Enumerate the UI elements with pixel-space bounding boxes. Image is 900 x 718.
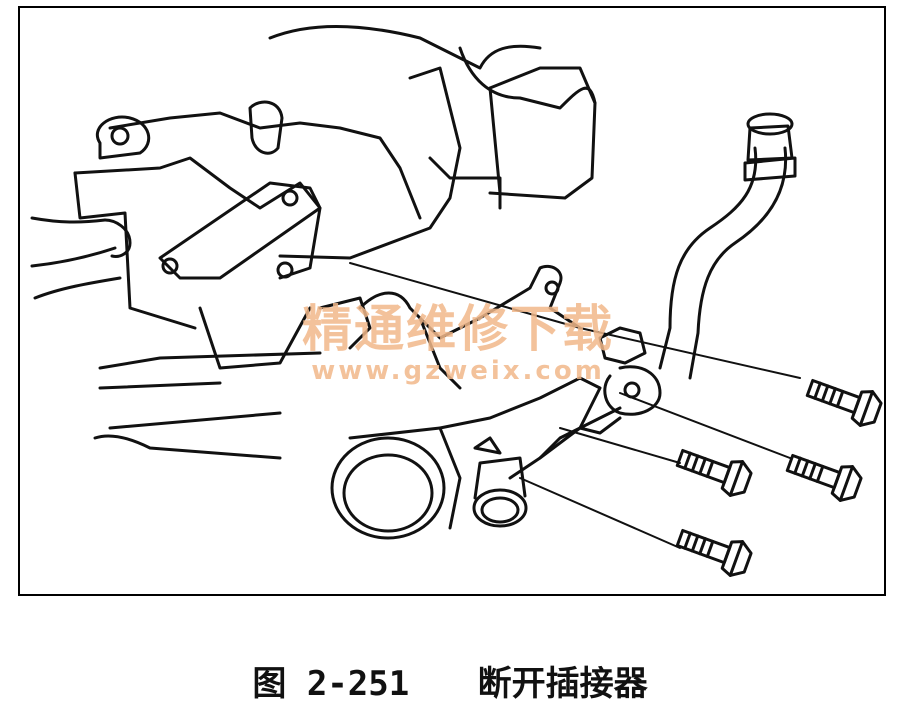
- bolt: [675, 448, 753, 497]
- coolant-outlet-housing: [330, 376, 622, 540]
- mounting-plate: [358, 264, 582, 390]
- caption-number: 图 2-251: [252, 664, 410, 704]
- assembly-guide-lines: [349, 262, 801, 549]
- figure-frame: [18, 6, 886, 596]
- bolt: [785, 453, 863, 502]
- engine-bracket: [30, 25, 597, 460]
- figure-caption: 图 2-251 断开插接器: [0, 656, 900, 705]
- bolt: [805, 378, 883, 427]
- technical-illustration: [30, 25, 883, 577]
- bolt: [675, 528, 753, 577]
- hose-clamp: [598, 326, 662, 416]
- coolant-pipe: [658, 112, 797, 380]
- caption-title: 断开插接器: [477, 664, 648, 704]
